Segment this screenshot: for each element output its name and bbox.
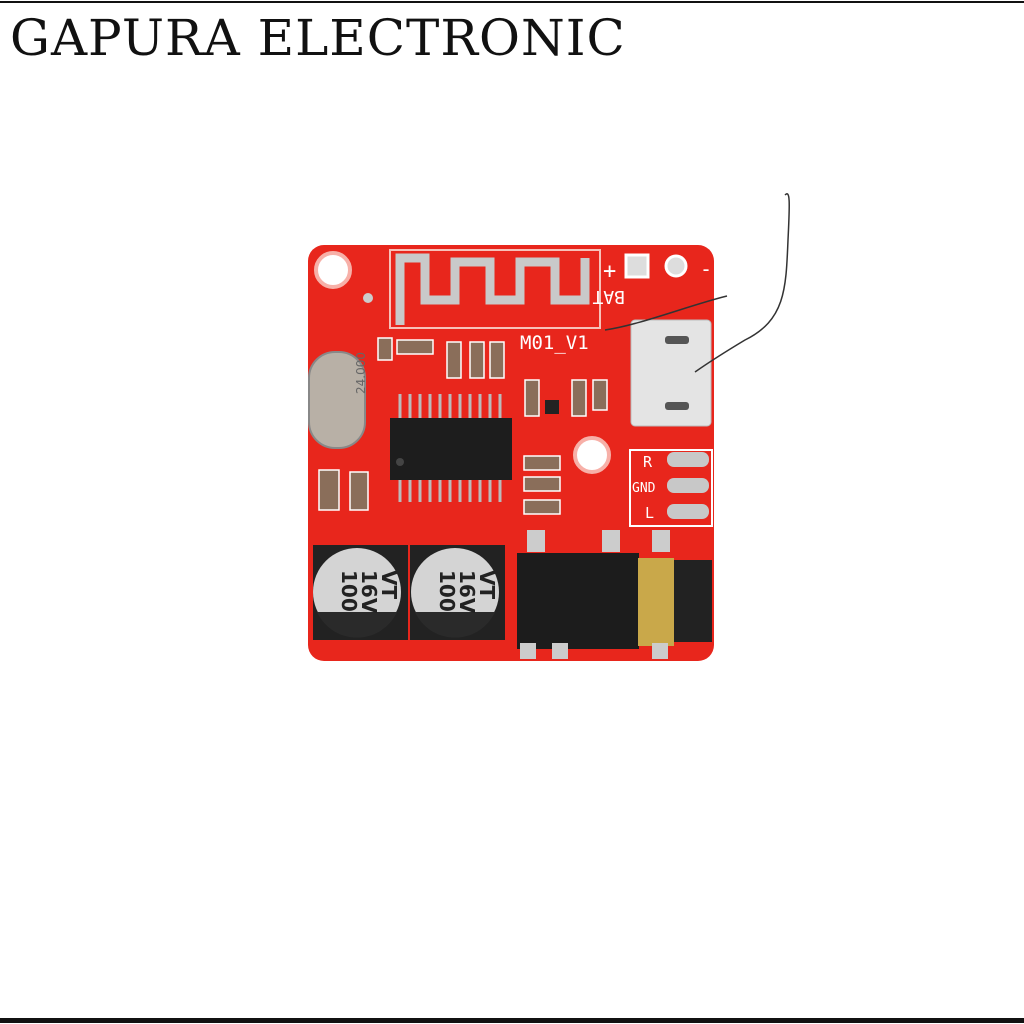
svg-text:100 16V VT: 100 16V VT — [435, 570, 499, 620]
capacitor-voltage: 16V — [357, 570, 381, 614]
svg-text:100 16V VT: 100 16V VT — [337, 570, 401, 620]
capacitor-series: VT — [475, 570, 499, 599]
audio-jack — [517, 530, 712, 659]
plus-label: + — [603, 259, 616, 284]
mounting-hole — [314, 251, 352, 289]
drawn-wire — [604, 193, 790, 373]
mounting-hole — [573, 436, 611, 474]
pad-label-r: R — [643, 453, 653, 471]
bottom-border — [0, 1018, 1024, 1023]
capacitor-value: 100 — [337, 570, 361, 612]
bluetooth-chip — [390, 394, 512, 502]
capacitor-series: VT — [377, 570, 401, 599]
top-border — [0, 1, 1024, 3]
antenna-trace — [395, 253, 590, 325]
capacitor-voltage: 16V — [455, 570, 479, 614]
capacitor-value: 100 — [435, 570, 459, 612]
crystal-oscillator — [308, 351, 366, 449]
capacitor: 100 16V VT — [313, 545, 408, 640]
bat-label: BAT — [592, 286, 625, 307]
capacitor: 100 16V VT — [410, 545, 505, 640]
crystal-marking: 24.000 — [354, 352, 368, 394]
model-label: M01_V1 — [520, 332, 589, 354]
minus-label: - — [700, 257, 712, 281]
micro-usb-port — [630, 319, 712, 427]
pad-label-gnd: GND — [632, 481, 656, 496]
brand-title: GAPURA ELECTRONIC — [10, 9, 626, 67]
pad-label-l: L — [645, 504, 654, 522]
